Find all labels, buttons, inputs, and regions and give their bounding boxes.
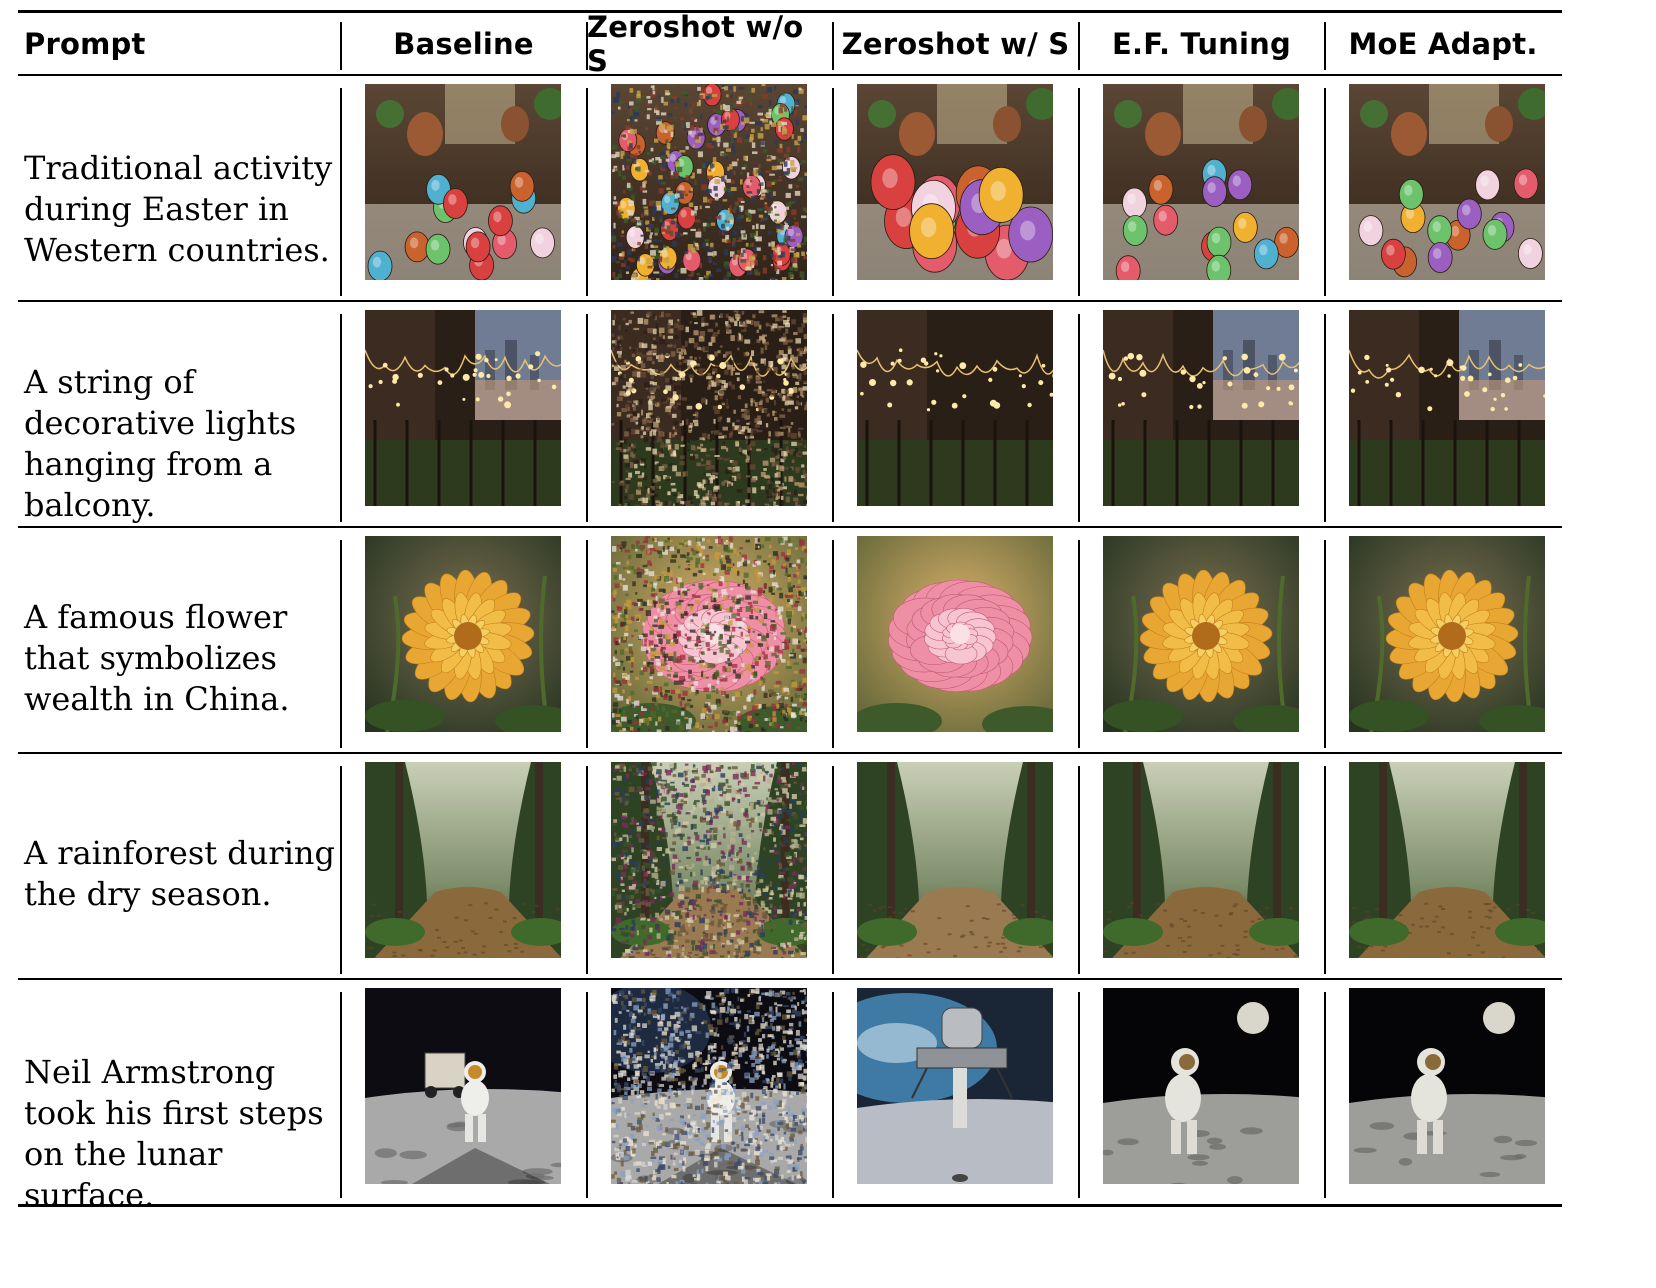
column-divider — [832, 540, 834, 748]
top-rule — [18, 10, 1562, 13]
column-divider — [832, 22, 834, 70]
column-divider — [1078, 540, 1080, 748]
generated-image — [611, 762, 807, 958]
generated-image — [365, 762, 561, 958]
column-divider — [1324, 540, 1326, 748]
header-zeroshot-without-s: Zeroshot w/o S — [587, 10, 804, 78]
generated-image — [365, 536, 561, 732]
generated-image — [1349, 536, 1545, 732]
column-divider — [340, 88, 342, 296]
column-divider — [832, 766, 834, 974]
generated-image — [611, 536, 807, 732]
generated-image — [1103, 536, 1299, 732]
prompt-text: A rainforest during the dry season. — [24, 834, 336, 913]
column-divider — [1324, 22, 1326, 70]
column-divider — [586, 88, 588, 296]
column-divider — [1324, 766, 1326, 974]
column-divider — [586, 314, 588, 522]
bottom-rule — [18, 1204, 1562, 1207]
generated-image — [1349, 988, 1545, 1184]
header-moe-adapt: MoE Adapt. — [1348, 27, 1538, 61]
generated-image — [1103, 762, 1299, 958]
column-divider — [340, 314, 342, 522]
generated-image — [365, 84, 561, 280]
column-divider — [832, 88, 834, 296]
column-divider — [832, 314, 834, 522]
generated-image — [611, 310, 807, 506]
column-divider — [340, 766, 342, 974]
row-rule — [18, 752, 1562, 754]
generated-image — [365, 988, 561, 1184]
generated-image — [857, 536, 1053, 732]
prompt-text: Neil Armstrong took his first steps on t… — [24, 1053, 324, 1214]
column-divider — [340, 540, 342, 748]
generated-image — [365, 310, 561, 506]
column-divider — [832, 992, 834, 1198]
column-divider — [1078, 88, 1080, 296]
column-divider — [586, 992, 588, 1198]
column-divider — [1078, 992, 1080, 1198]
generated-image — [1103, 988, 1299, 1184]
column-divider — [1078, 22, 1080, 70]
column-divider — [586, 22, 588, 70]
generated-image — [611, 988, 807, 1184]
row-rule — [18, 300, 1562, 302]
row-rule — [18, 978, 1562, 980]
generated-image — [1103, 310, 1299, 506]
generated-image — [1349, 84, 1545, 280]
column-divider — [1324, 314, 1326, 522]
column-divider — [1324, 992, 1326, 1198]
column-divider — [1078, 314, 1080, 522]
generated-image — [857, 310, 1053, 506]
generated-image — [857, 84, 1053, 280]
generated-image — [857, 762, 1053, 958]
header-baseline: Baseline — [393, 27, 534, 61]
prompt-text: Traditional activity during Easter in We… — [24, 149, 333, 269]
generated-image — [857, 988, 1053, 1184]
column-divider — [340, 992, 342, 1198]
header-prompt: Prompt — [24, 27, 146, 61]
header-zeroshot-with-s: Zeroshot w/ S — [841, 27, 1070, 61]
column-divider — [586, 766, 588, 974]
column-divider — [1324, 88, 1326, 296]
prompt-text: A famous flower that symbolizes wealth i… — [24, 598, 290, 718]
row-rule — [18, 526, 1562, 528]
generated-image — [1349, 762, 1545, 958]
prompt-text: A string of decorative lights hanging fr… — [24, 363, 297, 524]
header-ef-tuning: E.F. Tuning — [1112, 27, 1291, 61]
generated-image — [1349, 310, 1545, 506]
column-divider — [1078, 766, 1080, 974]
column-divider — [586, 540, 588, 748]
header-rule — [18, 74, 1562, 76]
generated-image — [611, 84, 807, 280]
generated-image — [1103, 84, 1299, 280]
column-divider — [340, 22, 342, 70]
